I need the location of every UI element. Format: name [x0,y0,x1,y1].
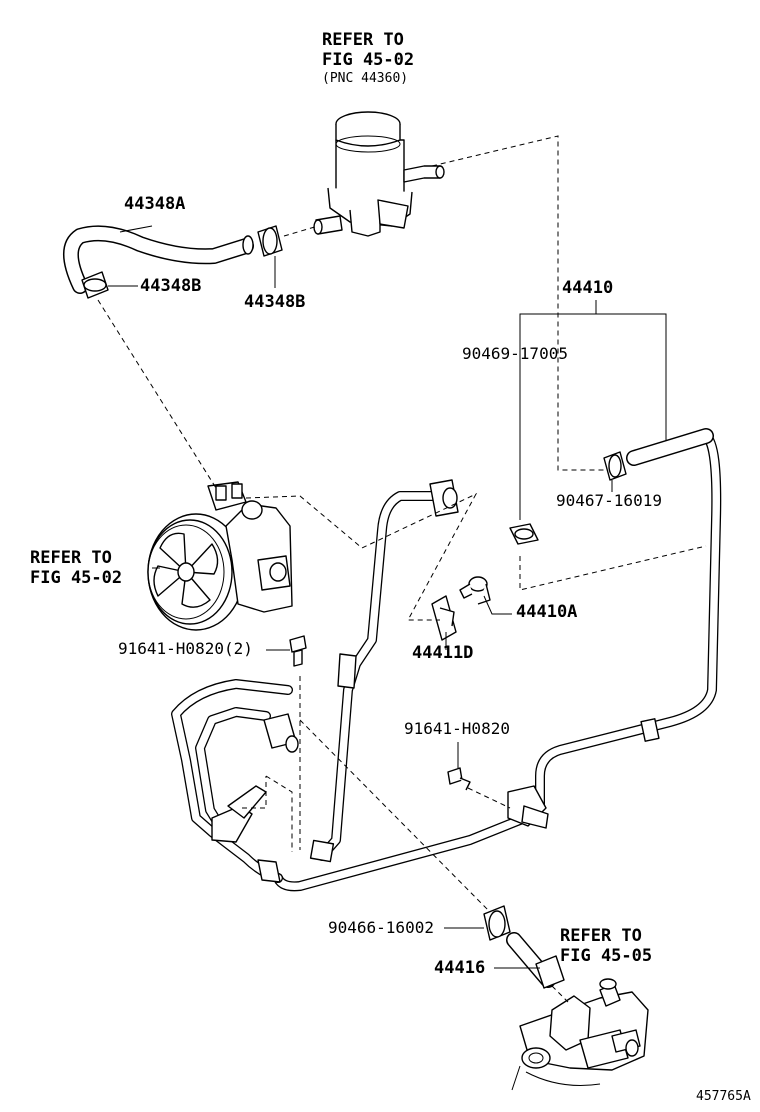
leader-lines [108,225,667,969]
reservoir-illustration [313,111,445,237]
pressure-pipe-44410 [171,428,722,892]
return-hose-44416 [506,932,565,989]
gear-refer-line1: REFER TO [560,926,642,946]
part-number-44410A[interactable]: 44410A [516,602,578,622]
clamp-90469-17005 [509,523,539,545]
bracket-44411D [431,595,457,641]
return-hose-44348A [63,225,254,294]
dashed-reference-lines [97,135,707,1003]
power-steering-pump-illustration [147,481,293,631]
part-number-44348A[interactable]: 44348A [124,194,186,214]
part-number-44410[interactable]: 44410 [562,278,614,298]
part-number-44348B-left[interactable]: 44348B [140,276,202,296]
steering-gear-illustration [511,978,649,1091]
part-number-91641-H0820-2[interactable]: 91641-H0820(2) [118,639,253,658]
illustration-number: 457765A [696,1089,751,1104]
pump-refer-line1: REFER TO [30,548,112,568]
pump-refer-line2: FIG 45-02 [30,568,123,588]
gear-refer-line2: FIG 45-05 [560,946,653,966]
part-number-90469-17005[interactable]: 90469-17005 [462,344,568,363]
part-number-91641-H0820[interactable]: 91641-H0820 [404,719,510,738]
reservoir-pnc-label: (PNC 44360) [322,71,409,86]
bolt-91641-H0820-pump [289,635,307,667]
clamp-44348B-center [257,225,283,257]
clamp-90467-16019 [603,451,627,481]
part-number-44348B-center[interactable]: 44348B [244,292,306,312]
part-number-44411D[interactable]: 44411D [412,643,474,663]
reservoir-refer-line1: REFER TO [322,30,404,50]
part-number-90467-16019[interactable]: 90467-16019 [556,491,662,510]
clamp-90466-16002 [483,905,511,941]
union-bolt-44410A [459,576,491,605]
part-number-44416[interactable]: 44416 [434,958,486,978]
bolt-91641-H0820-pipe [447,767,471,791]
clamp-44348B-left [81,271,109,299]
reservoir-refer-line2: FIG 45-02 [322,50,415,70]
part-number-90466-16002[interactable]: 90466-16002 [328,918,434,937]
